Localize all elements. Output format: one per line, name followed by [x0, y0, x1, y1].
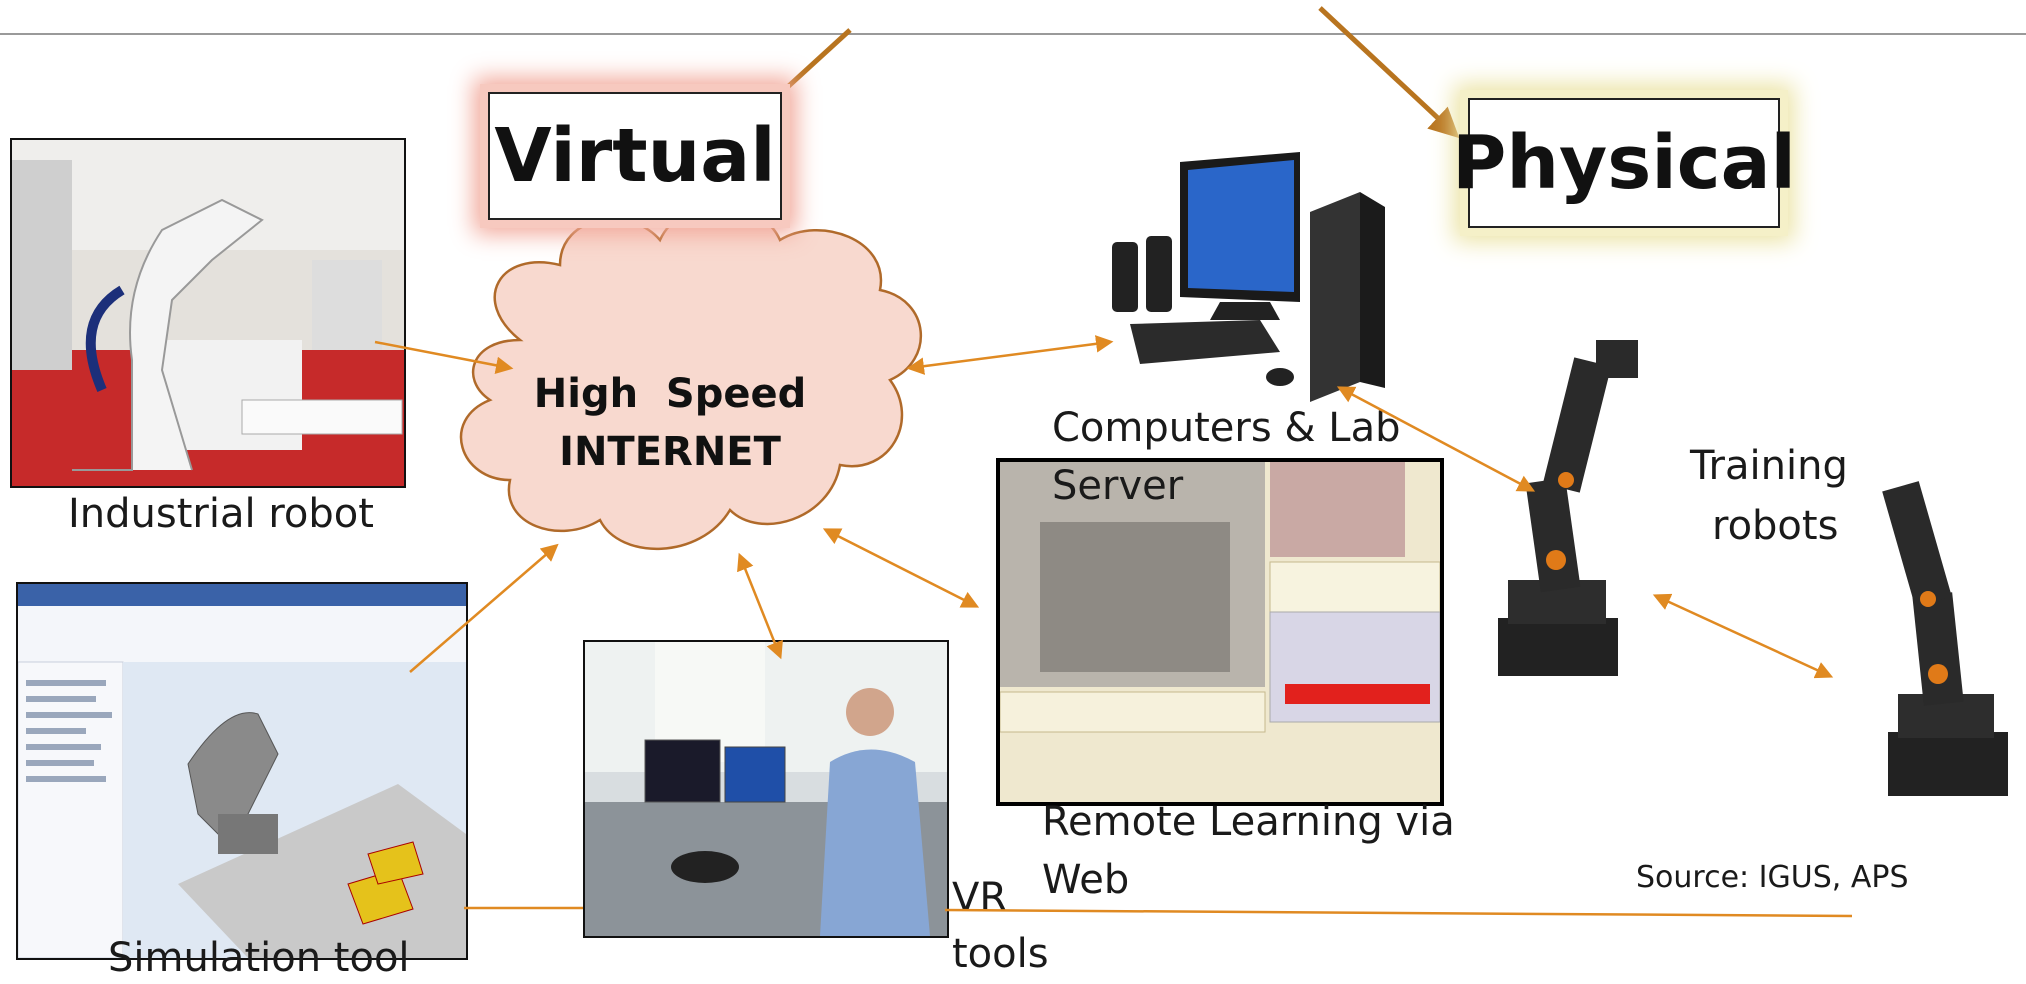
industrial-robot-photo	[10, 138, 406, 488]
virtual-label: Virtual	[488, 92, 782, 220]
simulation-tool-caption: Simulation tool	[108, 935, 410, 981]
vr-tools-photo	[583, 640, 949, 938]
training-robots-caption-line2: robots	[1712, 503, 1839, 549]
top-divider-line	[0, 33, 2026, 35]
computer-image	[1110, 152, 1440, 412]
industrial-robot-caption: Industrial robot	[68, 491, 374, 537]
training-robot-1	[1488, 330, 1678, 680]
training-robot-2	[1858, 464, 2026, 800]
cloud-label-line1: High Speed	[533, 371, 807, 417]
source-credit: Source: IGUS, APS	[1636, 860, 1909, 895]
simulation-tool-screenshot	[16, 582, 468, 960]
vr-tools-caption-line1: VR	[952, 875, 1008, 921]
physical-label: Physical	[1452, 98, 1796, 228]
cloud-label: High Speed INTERNET	[500, 365, 840, 481]
vr-tools-caption-line2: tools	[952, 931, 1049, 977]
cloud-label-line2: INTERNET	[559, 429, 781, 475]
internet-cloud	[459, 205, 923, 550]
remote-learning-caption-line2: Web	[1042, 857, 1130, 903]
remote-learning-caption-line1: Remote Learning via	[1042, 799, 1455, 845]
computers-caption-line2: Server	[1052, 463, 1184, 509]
training-robots-caption-line1: Training	[1690, 443, 1848, 489]
